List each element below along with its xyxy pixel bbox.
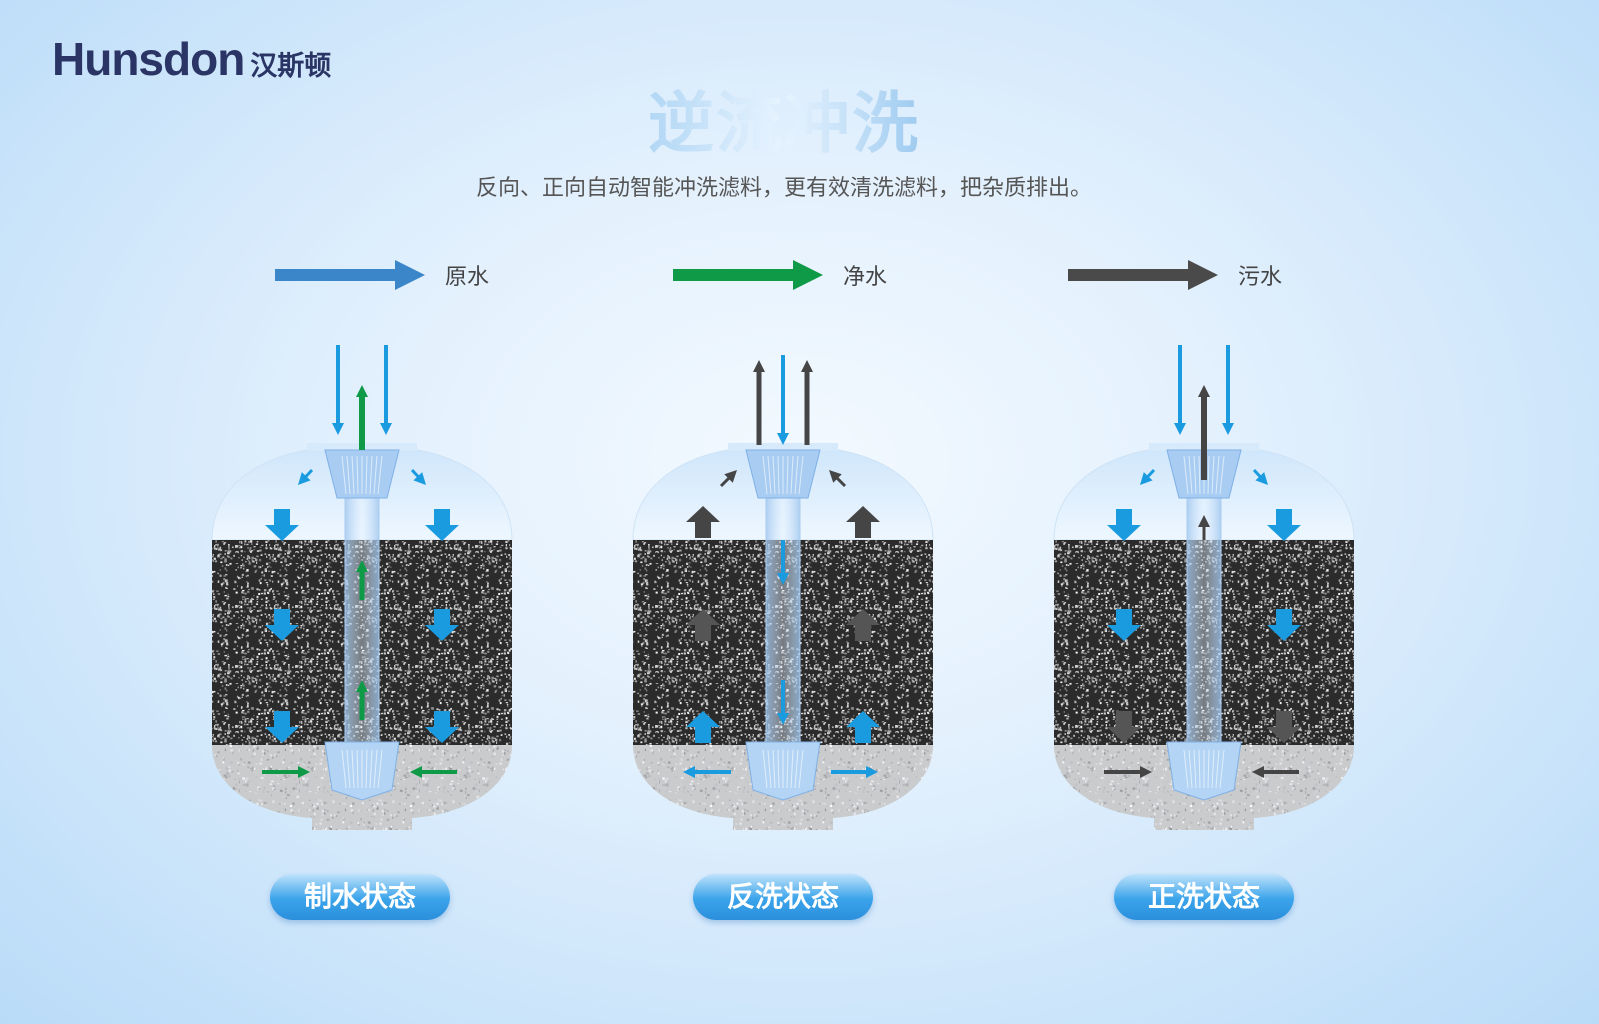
arrow-down-icon xyxy=(265,609,299,641)
arrow-down-icon xyxy=(1107,509,1141,541)
brand-name-cn: 汉斯顿 xyxy=(250,51,332,82)
arrow-right-icon xyxy=(673,260,823,290)
state-badge-service: 制水状态 xyxy=(270,874,450,920)
flow-arrow-icon xyxy=(683,766,731,778)
arrow-up-icon xyxy=(686,506,720,538)
arrow-up-icon xyxy=(846,506,880,538)
flow-arrow-icon xyxy=(1140,468,1156,485)
flow-arrow-icon xyxy=(777,680,789,725)
arrow-down-icon xyxy=(1267,609,1301,641)
legend-label: 污水 xyxy=(1238,265,1283,290)
flow-arrow-icon xyxy=(410,468,426,485)
flow-arrow-icon xyxy=(1252,468,1268,485)
flow-arrow-icon xyxy=(1252,766,1299,778)
flow-arrow-icon xyxy=(356,680,368,720)
flow-arrow-icon xyxy=(332,345,344,435)
flow-arrow-icon xyxy=(1104,766,1152,778)
legend-label: 原水 xyxy=(445,265,490,290)
page-subtitle: 反向、正向自动智能冲洗滤料，更有效清洗滤料，把杂质排出。 xyxy=(475,176,1092,201)
arrow-down-icon xyxy=(265,711,299,743)
arrow-right-icon xyxy=(1068,260,1218,290)
arrow-down-icon xyxy=(1267,509,1301,541)
state-badge-rinse: 正洗状态 xyxy=(1114,874,1294,920)
arrow-up-icon xyxy=(686,609,720,641)
filter-tank-rinse xyxy=(1053,345,1355,830)
filter-tank-backwash xyxy=(632,355,934,830)
flow-arrow-icon xyxy=(831,766,878,778)
arrow-down-icon xyxy=(1267,711,1301,743)
state-badge-backwash: 反洗状态 xyxy=(693,874,873,920)
arrow-down-icon xyxy=(1107,711,1141,743)
page-title: 逆流冲洗 xyxy=(0,70,1568,166)
legend-label: 净水 xyxy=(843,265,888,290)
flow-arrow-icon xyxy=(262,766,310,778)
center-riser-pipe xyxy=(1186,469,1222,761)
flow-arrow-icon xyxy=(777,355,789,445)
arrow-up-icon xyxy=(686,711,720,743)
flow-arrow-icon xyxy=(298,468,314,485)
arrow-up-icon xyxy=(846,609,880,641)
flow-arrow-icon xyxy=(719,470,737,488)
flow-arrow-icon xyxy=(1198,385,1210,480)
flow-arrow-icon xyxy=(801,360,813,445)
flow-arrow-icon xyxy=(356,385,368,450)
flow-arrow-icon xyxy=(1222,345,1234,435)
arrow-down-icon xyxy=(425,711,459,743)
arrow-down-icon xyxy=(265,509,299,541)
legend-raw-water: 原水 xyxy=(275,258,489,292)
arrow-down-icon xyxy=(425,509,459,541)
brand-name-en: Hunsdon xyxy=(52,33,245,85)
legend-waste-water: 污水 xyxy=(1068,258,1282,292)
arrow-up-icon xyxy=(846,711,880,743)
filter-tank-service xyxy=(211,345,513,830)
flow-arrow-icon xyxy=(356,560,368,600)
flow-arrow-icon xyxy=(380,345,392,435)
arrow-down-icon xyxy=(425,609,459,641)
flow-arrow-icon xyxy=(410,766,457,778)
flow-arrow-icon xyxy=(1174,345,1186,435)
legend-clean-water: 净水 xyxy=(673,258,887,292)
flow-arrow-icon xyxy=(777,540,789,585)
flow-arrow-icon xyxy=(753,360,765,445)
brand-logo: Hunsdon 汉斯顿 xyxy=(52,32,331,86)
arrow-down-icon xyxy=(1107,609,1141,641)
flow-arrow-icon xyxy=(1198,515,1210,540)
flow-arrow-icon xyxy=(829,470,847,488)
arrow-right-icon xyxy=(275,260,425,290)
